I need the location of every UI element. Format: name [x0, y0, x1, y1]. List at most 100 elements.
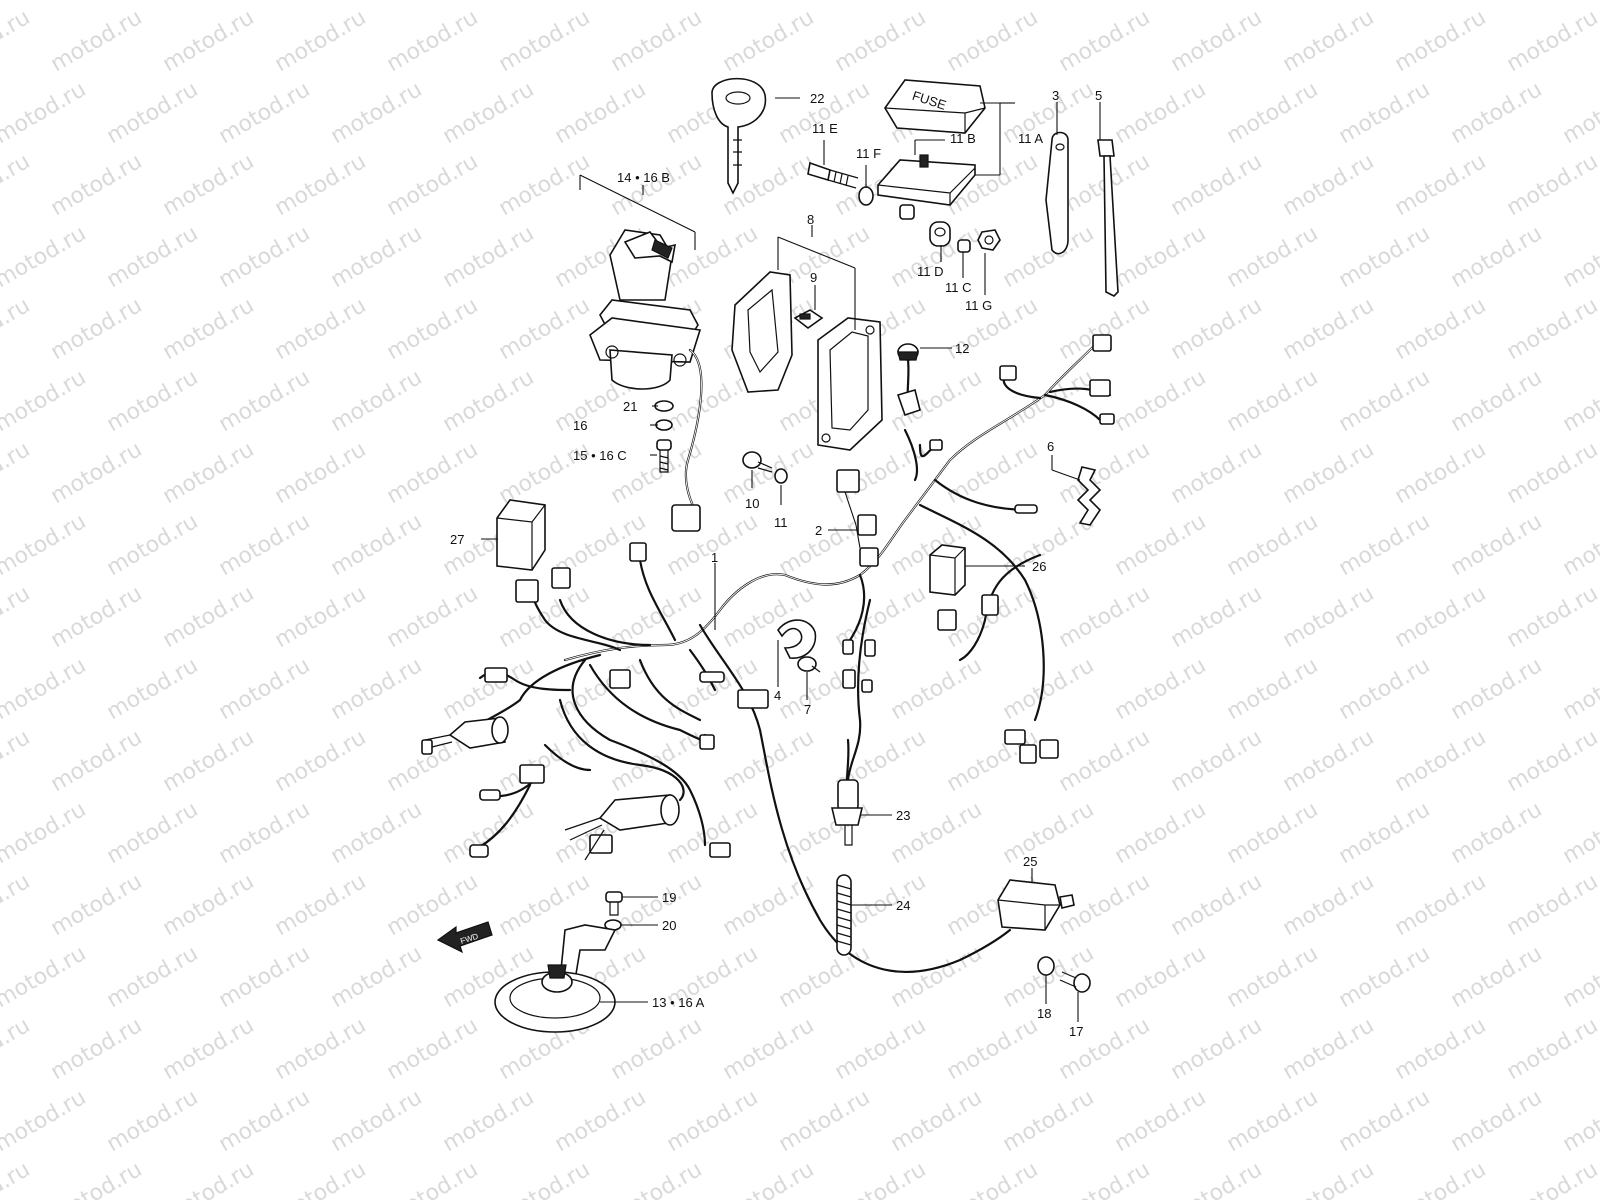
watermark-text: motod.ru: [47, 293, 147, 365]
watermark-text: motod.ru: [1279, 293, 1379, 365]
watermark-text: motod.ru: [719, 1013, 819, 1085]
watermark-text: motod.ru: [1111, 653, 1211, 725]
watermark-text: motod.ru: [271, 869, 371, 941]
watermark-text: motod.ru: [1447, 941, 1547, 1013]
callout-7: 7: [804, 702, 811, 717]
callout-11d: 11 D: [917, 264, 944, 279]
watermark-text: motod.ru: [1559, 77, 1600, 149]
fuse-box-nut: [977, 229, 1001, 251]
watermark-text: motod.ru: [383, 437, 483, 509]
watermark-text: motod.ru: [943, 5, 1043, 77]
forward-direction-arrow: FWD: [436, 921, 493, 954]
watermark-text: motod.ru: [159, 149, 259, 221]
watermark-text: motod.ru: [159, 5, 259, 77]
watermark-text: motod.ru: [103, 797, 203, 869]
ignition-switch-lock-washer: [655, 419, 673, 431]
watermark-text: motod.ru: [215, 77, 315, 149]
watermark-text: motod.ru: [1391, 725, 1491, 797]
brake-switch-washer: [1037, 956, 1055, 976]
watermark-text: motod.ru: [1055, 293, 1155, 365]
watermark-text: motod.ru: [1111, 797, 1211, 869]
brake-switch-screw: [1059, 971, 1091, 993]
callout-11b: 11 B: [950, 131, 976, 146]
watermark-text: motod.ru: [1391, 1013, 1491, 1085]
watermark-text: motod.ru: [999, 77, 1099, 149]
watermark-text: motod.ru: [0, 797, 90, 869]
watermark-text: motod.ru: [271, 1013, 371, 1085]
watermark-text: motod.ru: [271, 149, 371, 221]
watermark-text: motod.ru: [1559, 365, 1600, 437]
watermark-text: motod.ru: [1559, 221, 1600, 293]
watermark-text: motod.ru: [1167, 1013, 1267, 1085]
ignition-switch-screw: [656, 439, 672, 473]
callout-11: 11: [774, 515, 788, 530]
watermark-text: motod.ru: [327, 221, 427, 293]
bracket-screw: [742, 451, 773, 473]
watermark-text: motod.ru: [999, 221, 1099, 293]
rear-brake-light-switch: [830, 738, 864, 846]
watermark-text: motod.ru: [719, 437, 819, 509]
cable-tie: [1097, 139, 1119, 297]
watermark-text: motod.ru: [1111, 941, 1211, 1013]
watermark-text: motod.ru: [1055, 1157, 1155, 1200]
watermark-text: motod.ru: [271, 437, 371, 509]
watermark-text: motod.ru: [0, 437, 34, 509]
watermark-text: motod.ru: [1167, 293, 1267, 365]
callout-11e: 11 E: [812, 121, 838, 136]
watermark-text: motod.ru: [495, 1157, 595, 1200]
watermark-text: motod.ru: [719, 725, 819, 797]
watermark-text: motod.ru: [831, 5, 931, 77]
watermark-text: motod.ru: [495, 581, 595, 653]
watermark-text: motod.ru: [663, 653, 763, 725]
watermark-text: motod.ru: [1503, 5, 1600, 77]
callout-18: 23: [896, 808, 910, 823]
watermark-text: motod.ru: [271, 581, 371, 653]
watermark-text: motod.ru: [103, 77, 203, 149]
watermark-text: motod.ru: [215, 797, 315, 869]
watermark-text: motod.ru: [1279, 1013, 1379, 1085]
watermark-text: motod.ru: [1447, 365, 1547, 437]
watermark-text: motod.ru: [159, 725, 259, 797]
watermark-text: motod.ru: [495, 5, 595, 77]
watermark-text: motod.ru: [887, 941, 987, 1013]
watermark-text: motod.ru: [999, 797, 1099, 869]
watermark-text: motod.ru: [103, 1085, 203, 1157]
watermark-text: motod.ru: [439, 0, 539, 5]
watermark-text: motod.ru: [1111, 1085, 1211, 1157]
watermark-text: motod.ru: [1167, 5, 1267, 77]
right-handlebar-switch-lead: [564, 794, 680, 861]
watermark-text: motod.ru: [663, 221, 763, 293]
watermark-text: motod.ru: [831, 1013, 931, 1085]
watermark-text: motod.ru: [551, 0, 651, 5]
watermark-text: motod.ru: [271, 293, 371, 365]
watermark-text: motod.ru: [663, 1085, 763, 1157]
watermark-text: motod.ru: [1335, 653, 1435, 725]
watermark-text: motod.ru: [495, 149, 595, 221]
watermark-text: motod.ru: [775, 1085, 875, 1157]
watermark-text: motod.ru: [551, 1085, 651, 1157]
watermark-text: motod.ru: [1559, 509, 1600, 581]
watermark-text: motod.ru: [327, 509, 427, 581]
watermark-text: motod.ru: [1447, 1085, 1547, 1157]
watermark-text: motod.ru: [887, 653, 987, 725]
callout-6: 6: [1047, 439, 1054, 454]
watermark-text: motod.ru: [1559, 1085, 1600, 1157]
harness-connectors: [469, 334, 1115, 858]
watermark-text: motod.ru: [943, 437, 1043, 509]
watermark-text: motod.ru: [47, 725, 147, 797]
watermark-text: motod.ru: [0, 1013, 34, 1085]
watermark-text: motod.ru: [0, 293, 34, 365]
watermark-text: motod.ru: [1223, 365, 1323, 437]
callout-27: 27: [450, 532, 464, 547]
watermark-text: motod.ru: [159, 581, 259, 653]
watermark-text: motod.ru: [439, 797, 539, 869]
callout-21: 17: [1069, 1024, 1083, 1039]
callout-3: 3: [1052, 88, 1059, 103]
left-handlebar-switch-lead: [421, 716, 509, 755]
watermark-text: motod.ru: [439, 221, 539, 293]
watermark-text: motod.ru: [1503, 437, 1600, 509]
fuse-box: FUSE: [877, 79, 986, 220]
watermark-text: motod.ru: [607, 869, 707, 941]
callout-5: 5: [1095, 88, 1102, 103]
watermark-text: motod.ru: [1223, 797, 1323, 869]
